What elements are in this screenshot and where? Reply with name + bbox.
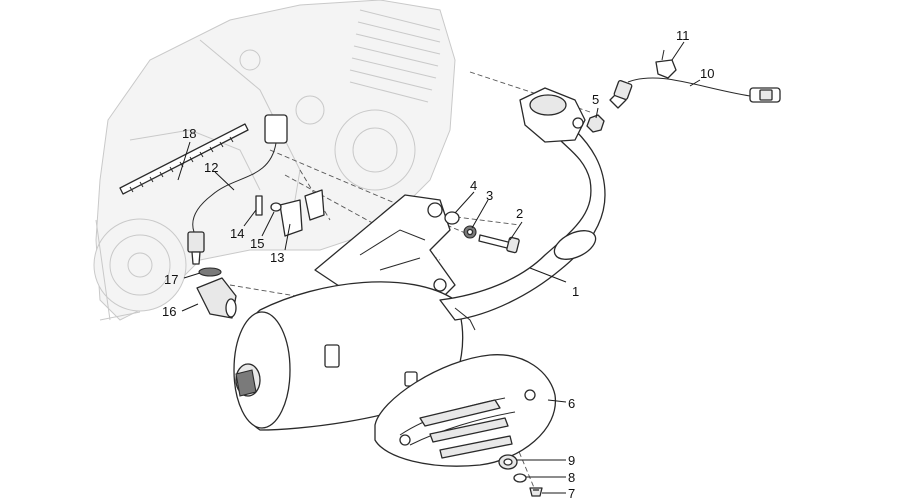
callout-3: 3 [486, 188, 493, 203]
part-8-washer [513, 473, 527, 483]
leader-lines [177, 41, 701, 494]
part-16-end-cap [196, 277, 237, 319]
callout-9: 9 [568, 453, 575, 468]
part-13-bracket [279, 189, 325, 237]
part-3-nut [463, 225, 477, 239]
part-17-clamp [198, 267, 222, 277]
callout-6: 6 [568, 396, 575, 411]
callout-12: 12 [204, 160, 218, 175]
callout-1: 1 [572, 284, 579, 299]
callout-4: 4 [470, 178, 477, 193]
callout-11: 11 [676, 28, 690, 43]
part-10-oxygen-sensor-cable [609, 77, 781, 109]
callout-15: 15 [250, 236, 264, 251]
part-1-exhaust-assembly [233, 87, 606, 431]
callout-8: 8 [568, 470, 575, 485]
part-12-lambda-sensor [187, 114, 288, 265]
callout-2: 2 [516, 206, 523, 221]
engine-cylinder-fins [349, 9, 441, 103]
part-11-clip [655, 49, 677, 79]
part-2-bolt [478, 234, 520, 254]
callout-17: 17 [164, 272, 178, 287]
part-15-washer [270, 202, 282, 212]
part-6-heat-shield [374, 354, 556, 467]
part-5-nut [586, 114, 605, 133]
part-14-screw [255, 195, 263, 216]
callout-labels: 1 2 3 4 5 6 7 8 9 10 11 12 13 14 15 16 1… [162, 28, 714, 500]
callout-7: 7 [568, 486, 575, 500]
callout-13: 13 [270, 250, 284, 265]
part-18-rod [119, 123, 249, 195]
part-9-grommet [498, 454, 518, 470]
callout-18: 18 [182, 126, 196, 141]
part-4-washer [444, 211, 460, 225]
callout-5: 5 [592, 92, 599, 107]
callout-14: 14 [230, 226, 244, 241]
callout-16: 16 [162, 304, 176, 319]
callout-10: 10 [700, 66, 714, 81]
part-7-screw [529, 487, 543, 497]
engine-ghost-outline [93, 0, 456, 321]
